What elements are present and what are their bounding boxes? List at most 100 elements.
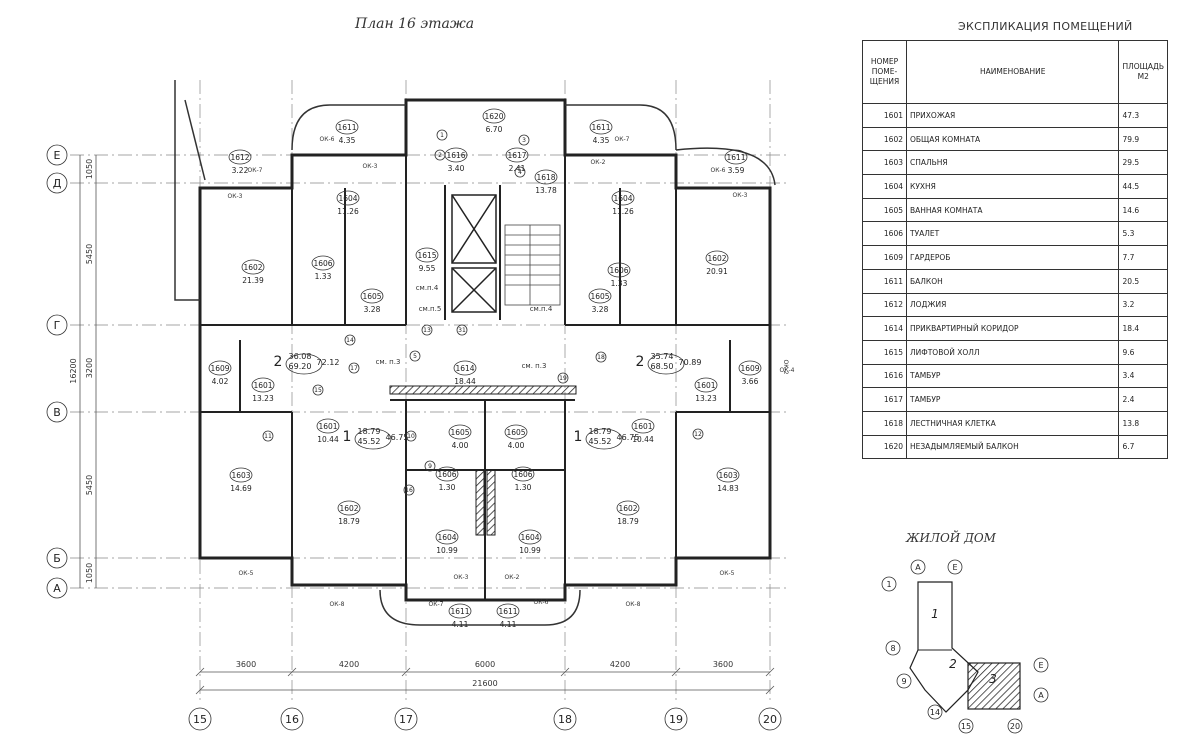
left-total-dimension: 16200 xyxy=(69,358,78,383)
room-number: 1605 xyxy=(450,428,469,437)
key-plan xyxy=(909,581,1021,713)
span-dimension: 6000 xyxy=(475,660,495,669)
apartment-gross-area: 46.75 xyxy=(386,433,409,442)
inner-walls xyxy=(200,155,770,600)
axis-row-label: Е xyxy=(54,149,61,162)
marker-label: 14 xyxy=(346,337,354,344)
room-number-ellipse xyxy=(435,466,459,482)
span-dimension: 4200 xyxy=(610,660,630,669)
key-axis-bubble xyxy=(885,640,901,656)
axis-row-bubble xyxy=(46,172,68,194)
reference-note: см.п.4 xyxy=(530,305,553,313)
key-axis-bubble xyxy=(927,704,943,720)
room-area: 18.79 xyxy=(617,517,639,526)
room-number-ellipse xyxy=(496,603,520,619)
axis-column-label: 18 xyxy=(558,713,572,726)
room-number-ellipse xyxy=(335,119,359,135)
apartment-room-count: 1 xyxy=(343,429,352,445)
key-axis-bubble xyxy=(1007,718,1023,734)
cell-area: 18.4 xyxy=(1118,316,1168,341)
marker-label: 10 xyxy=(407,433,415,440)
window-mark: ОК-3 xyxy=(363,163,378,170)
key-axis-bubble xyxy=(958,718,974,734)
room-number-ellipse xyxy=(611,190,635,206)
reference-note: см.п.4 xyxy=(416,284,439,292)
room-area: 20.91 xyxy=(706,267,728,276)
circled-marker xyxy=(436,129,448,141)
room-number: 1601 xyxy=(318,422,337,431)
room-area: 6.70 xyxy=(486,125,503,134)
room-number-ellipse xyxy=(448,424,472,440)
key-axis-label: 20 xyxy=(1010,722,1020,731)
cell-area: 44.5 xyxy=(1118,174,1168,199)
left-dimension: 5450 xyxy=(85,475,94,495)
circled-marker xyxy=(514,166,526,178)
key-section-label: 1 xyxy=(931,607,939,621)
cell-name: ПРИКВАРТИРНЫЙ КОРИДОР xyxy=(905,316,1120,341)
window-mark: ОК-2 xyxy=(591,159,606,166)
axis-column-bubble xyxy=(188,707,212,731)
axis-column-label: 15 xyxy=(193,713,207,726)
room-area: 1.30 xyxy=(439,483,456,492)
cell-number: 1614 xyxy=(862,316,907,341)
axis-column-bubble xyxy=(280,707,304,731)
cell-name: ТУАЛЕТ xyxy=(905,221,1120,247)
room-number-ellipse xyxy=(482,108,506,124)
span-dimension: 4200 xyxy=(339,660,359,669)
window-mark: ОК-3 xyxy=(733,192,748,199)
window-mark: ОК-2 xyxy=(505,574,520,581)
cell-name: ГАРДЕРОБ xyxy=(905,245,1120,270)
axis-column-bubble xyxy=(394,707,418,731)
room-number-ellipse xyxy=(716,467,740,483)
apartment-ellipse xyxy=(354,428,392,450)
circled-marker xyxy=(348,362,360,374)
apartment-living-area: 36.08 xyxy=(289,352,312,361)
marker-label: 19 xyxy=(559,375,567,382)
room-area: 3.40 xyxy=(448,164,465,173)
cell-name: ЛОДЖИЯ xyxy=(905,292,1120,318)
key-axis-bubble xyxy=(1033,687,1049,703)
axis-column-bubble xyxy=(553,707,577,731)
room-area: 1.30 xyxy=(515,483,532,492)
window-mark: ОК-8 xyxy=(330,601,345,608)
room-number-ellipse xyxy=(311,255,335,271)
room-number: 1603 xyxy=(718,471,737,480)
span-dimension: 3600 xyxy=(713,660,733,669)
room-number: 1606 xyxy=(609,266,628,275)
room-area: 4.00 xyxy=(452,441,469,450)
explication-title: ЭКСПЛИКАЦИЯ ПОМЕЩЕНИЙ xyxy=(958,20,1133,33)
circled-marker xyxy=(344,334,356,346)
reference-note: см. п.3 xyxy=(522,362,547,370)
room-number: 1616 xyxy=(446,151,465,160)
cell-area: 6.7 xyxy=(1118,434,1168,460)
room-number: 1601 xyxy=(696,381,715,390)
left-dimension: 3200 xyxy=(85,358,94,378)
room-area: 14.69 xyxy=(230,484,252,493)
key-axis-bubble xyxy=(947,559,963,575)
cell-name: ПРИХОЖАЯ xyxy=(905,103,1120,128)
marker-label: 31 xyxy=(458,327,466,334)
room-number-ellipse xyxy=(251,377,275,393)
window-mark: ОК-3 xyxy=(228,193,243,200)
key-plan-title: ЖИЛОЙ ДОМ xyxy=(906,531,996,545)
cell-name: ТАМБУР xyxy=(905,387,1120,412)
room-number: 1611 xyxy=(498,607,517,616)
elevators xyxy=(451,194,497,313)
plan-title: План 16 этажа xyxy=(355,16,475,32)
window-mark: ОК-5 xyxy=(720,570,735,577)
room-area: 4.02 xyxy=(212,377,229,386)
cell-number: 1605 xyxy=(862,197,907,223)
window-mark: ОК-7 xyxy=(248,167,263,174)
axis-row-bubble xyxy=(46,314,68,336)
cell-name: НЕЗАДЫМЛЯЕМЫЙ БАЛКОН xyxy=(905,434,1120,460)
circled-marker xyxy=(405,430,417,442)
